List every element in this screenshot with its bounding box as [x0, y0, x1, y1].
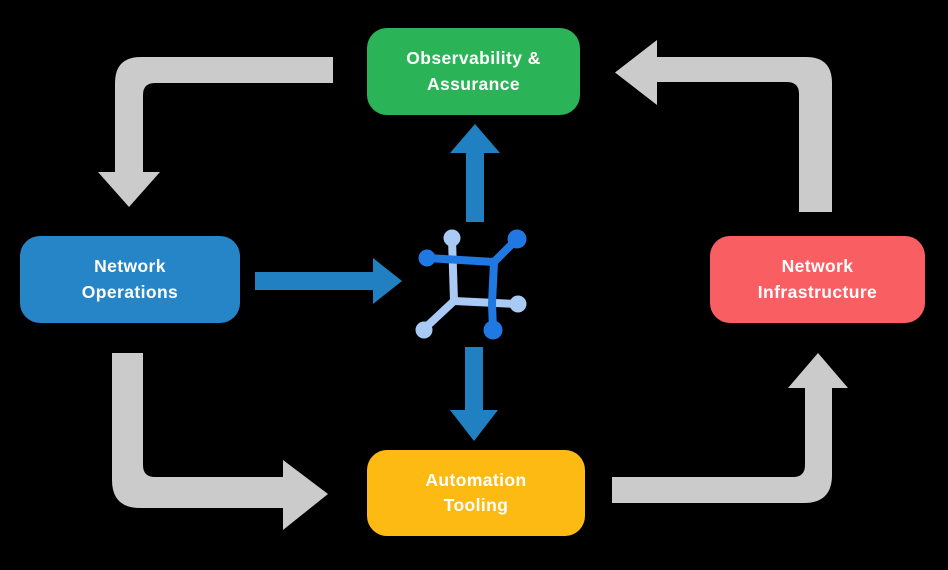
node-network-infrastructure: Network Infrastructure — [710, 236, 925, 323]
arrow-center-to-observability — [450, 124, 500, 222]
node-infrastructure-label: Network Infrastructure — [757, 256, 878, 302]
node-observability-assurance: Observability & Assurance — [367, 28, 580, 115]
network-mesh-icon-dark-nodes — [418, 229, 527, 340]
node-automation-tooling: Automation Tooling — [367, 450, 585, 536]
arrow-operations-to-center — [255, 258, 402, 304]
node-observability-label: Observability & Assurance — [406, 48, 541, 94]
network-mesh-icon-light-nodes — [415, 229, 527, 339]
node-automation-label: Automation Tooling — [425, 469, 527, 515]
arrow-automation-to-infrastructure — [612, 353, 848, 503]
arrow-center-to-automation — [450, 347, 498, 441]
network-mesh-icon — [415, 229, 527, 340]
node-network-operations: Network Operations — [20, 236, 240, 323]
node-operations-label: Network Operations — [81, 256, 179, 302]
arrow-operations-to-automation — [112, 353, 328, 530]
arrow-infrastructure-to-observability — [615, 40, 832, 212]
arrow-observability-to-operations — [98, 57, 333, 207]
